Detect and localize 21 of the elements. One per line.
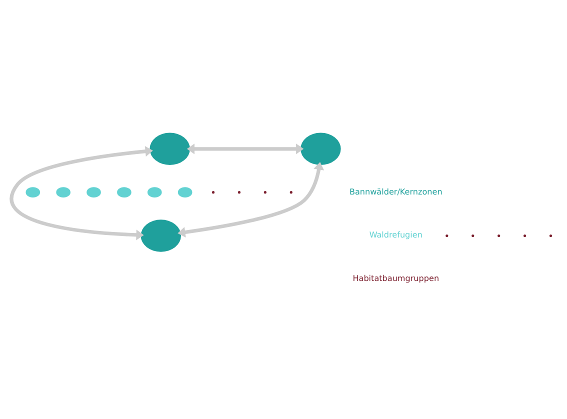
node-circle <box>147 186 162 197</box>
node-circle <box>86 186 101 197</box>
node-dots <box>472 234 474 237</box>
arrow <box>10 146 153 240</box>
node-circle <box>56 186 70 197</box>
node-dots <box>446 234 448 237</box>
arrow <box>186 143 304 154</box>
arrow <box>178 162 324 238</box>
node-circle <box>140 219 182 252</box>
node-circle <box>300 132 341 165</box>
node-circle <box>178 186 192 197</box>
node-circle <box>117 186 132 197</box>
node-circle <box>26 186 40 197</box>
node-dots <box>264 190 266 194</box>
node-dots <box>290 190 292 194</box>
node-circle <box>150 132 190 165</box>
node-dots <box>498 234 500 237</box>
node-dots <box>549 234 552 237</box>
node-dots <box>238 190 241 194</box>
node-dots <box>524 234 526 237</box>
node-dots <box>212 190 215 194</box>
